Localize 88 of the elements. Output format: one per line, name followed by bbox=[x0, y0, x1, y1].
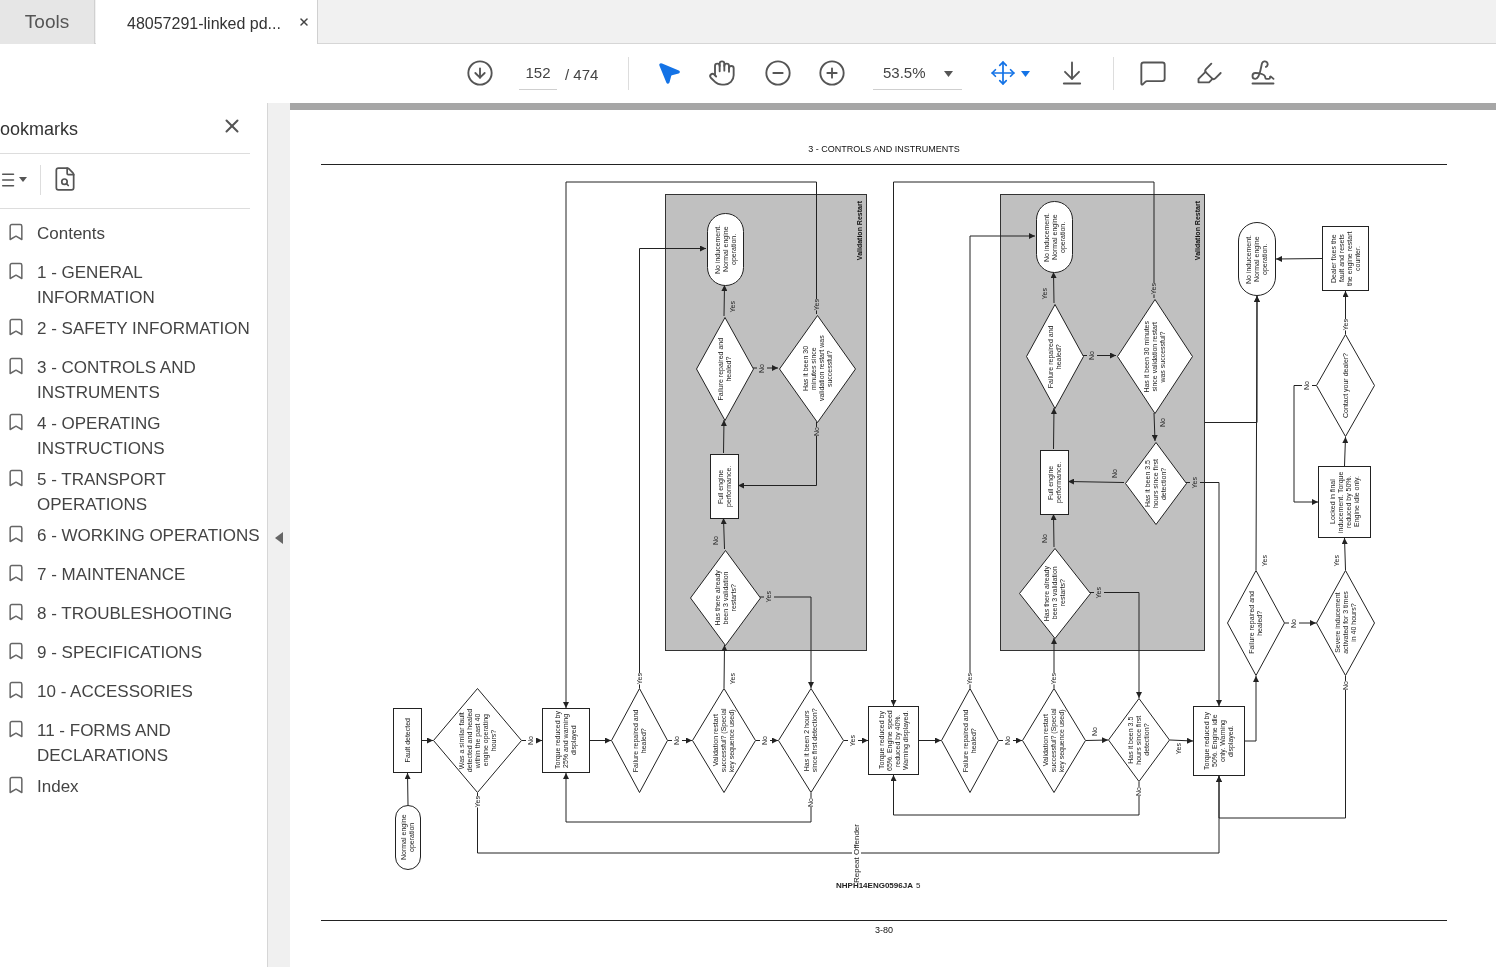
decision-diamond bbox=[1117, 299, 1193, 414]
arrow bbox=[1050, 271, 1057, 304]
arrow bbox=[918, 737, 942, 744]
panel-title: ookmarks bbox=[0, 118, 79, 141]
decision-diamond bbox=[696, 317, 754, 421]
bookmark-link: 6 - WORKING OPERATIONS bbox=[37, 524, 260, 547]
arrow bbox=[1342, 436, 1349, 467]
bookmark-link: Index bbox=[37, 775, 79, 798]
arrow bbox=[1293, 385, 1319, 505]
figure-number: 5 bbox=[916, 881, 921, 891]
decision-diamond bbox=[941, 688, 999, 793]
arrow bbox=[421, 737, 434, 744]
note-text: Repeat Offender bbox=[851, 823, 861, 883]
arrow bbox=[1169, 737, 1194, 744]
bookmark-link: 4 - OPERATING INSTRUCTIONS bbox=[37, 412, 166, 460]
bookmark-link: 8 - TROUBLESHOOTING bbox=[37, 602, 233, 625]
arrow bbox=[563, 181, 817, 709]
arrow bbox=[1050, 513, 1057, 548]
arrow bbox=[1089, 592, 1142, 699]
arrow bbox=[563, 772, 812, 823]
arrow bbox=[1051, 637, 1057, 689]
process-box bbox=[1318, 466, 1371, 538]
bookmark-link: 7 - MAINTENANCE bbox=[37, 563, 186, 586]
bookmark-link: Contents bbox=[37, 222, 106, 245]
decision-diamond bbox=[1108, 698, 1170, 782]
decision-diamond bbox=[1316, 570, 1375, 676]
arrow bbox=[843, 737, 869, 744]
bookmark-link: 1 - GENERAL INFORMATION bbox=[37, 261, 156, 309]
arrow bbox=[1341, 537, 1348, 571]
arrow bbox=[969, 233, 1036, 689]
arrow bbox=[1275, 255, 1323, 262]
group-panel bbox=[1000, 194, 1205, 651]
decision-diamond bbox=[690, 550, 761, 646]
decision-diamond bbox=[1022, 688, 1086, 793]
page-number-field: 152 bbox=[519, 58, 557, 90]
process-box bbox=[1193, 706, 1245, 776]
bookmark-link: 3 - CONTROLS AND INSTRUMENTS bbox=[37, 356, 197, 404]
page-number: 3-80 bbox=[874, 924, 894, 937]
arrow bbox=[890, 774, 1140, 816]
decision-diamond bbox=[611, 688, 668, 793]
arrow bbox=[759, 596, 814, 689]
process-box bbox=[710, 454, 739, 519]
decision-diamond bbox=[1019, 548, 1091, 639]
bookmark-link: 10 - ACCESSORIES bbox=[37, 680, 193, 703]
arrow bbox=[404, 772, 411, 806]
process-box bbox=[542, 708, 590, 773]
arrow bbox=[1151, 412, 1158, 442]
arrow bbox=[589, 737, 612, 744]
arrow bbox=[1284, 620, 1317, 626]
page-header: 3 - CONTROLS AND INSTRUMENTS bbox=[807, 143, 961, 156]
arrow bbox=[1050, 407, 1057, 450]
arrow bbox=[1085, 737, 1109, 744]
arrow bbox=[639, 245, 707, 689]
decision-diamond bbox=[692, 688, 756, 793]
tab-title: 48057291-linked pd... bbox=[127, 14, 281, 34]
tools-tab: Tools bbox=[0, 0, 95, 44]
arrow bbox=[1067, 478, 1125, 485]
arrow bbox=[1204, 295, 1260, 423]
arrow bbox=[1185, 482, 1222, 707]
decision-diamond bbox=[1026, 304, 1084, 409]
process-box bbox=[1040, 450, 1069, 515]
arrow bbox=[752, 365, 779, 371]
bookmark-link: 9 - SPECIFICATIONS bbox=[37, 641, 202, 664]
arrow bbox=[737, 421, 817, 489]
arrow bbox=[721, 644, 728, 689]
decision-diamond bbox=[1227, 570, 1285, 676]
decision-diamond bbox=[433, 688, 522, 793]
process-box bbox=[1322, 226, 1369, 291]
bookmark-link: 2 - SAFETY INFORMATION bbox=[37, 317, 250, 340]
decision-diamond bbox=[778, 688, 844, 793]
arrow bbox=[1254, 295, 1260, 571]
arrow bbox=[1342, 290, 1349, 335]
page-count: / 474 bbox=[565, 65, 599, 85]
arrow bbox=[1244, 675, 1259, 742]
bookmark-link: 5 - TRANSPORT OPERATIONS bbox=[37, 468, 167, 516]
arrow bbox=[890, 181, 1155, 707]
zoom-level-dropdown: 53.5% bbox=[873, 58, 962, 90]
process-box bbox=[868, 706, 919, 775]
arrow bbox=[1216, 675, 1346, 819]
decision-diamond bbox=[1125, 442, 1187, 525]
arrow bbox=[720, 517, 727, 550]
process-box bbox=[393, 708, 422, 773]
arrow bbox=[721, 284, 728, 317]
group-panel bbox=[665, 194, 867, 651]
bookmark-link: 11 - FORMS AND DECLARATIONS bbox=[37, 719, 172, 767]
decision-diamond bbox=[1316, 334, 1375, 437]
arrow bbox=[720, 419, 727, 454]
decision-diamond bbox=[779, 315, 856, 423]
